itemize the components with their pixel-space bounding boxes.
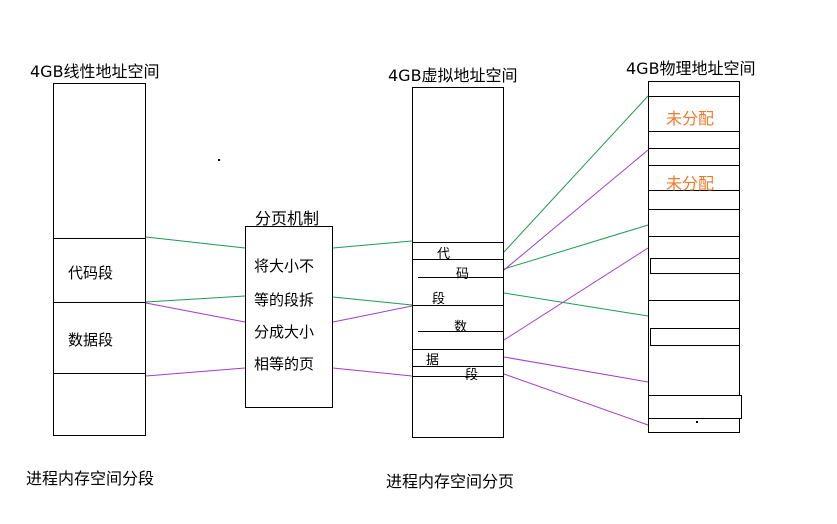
virtual-page-char: 段 (465, 368, 479, 383)
green-mapping-line (503, 95, 649, 253)
purple-mapping-line (503, 247, 649, 341)
linear-divider (53, 302, 146, 303)
paging-text-line: 等的段拆 (254, 291, 315, 309)
linear-space-title: 4GB线性地址空间 (30, 62, 160, 81)
unallocated-label: 未分配 (666, 109, 715, 128)
segmentation-caption: 进程内存空间分段 (26, 469, 155, 488)
physical-divider (648, 236, 740, 237)
green-mapping-line (332, 296, 413, 306)
virtual-page-char: 码 (456, 267, 470, 282)
stray-dot (218, 159, 220, 161)
paging-caption: 进程内存空间分页 (386, 472, 515, 491)
virtual-page-divider (412, 305, 504, 306)
virtual-page-divider (412, 242, 504, 243)
linear-divider (53, 373, 146, 374)
paging-text-line: 分成大小 (254, 323, 315, 341)
virtual-space-column (412, 87, 504, 438)
paging-box (245, 226, 333, 408)
virtual-page-char: 段 (432, 292, 446, 307)
virtual-space-title: 4GB虚拟地址空间 (388, 66, 518, 85)
paging-title: 分页机制 (255, 209, 320, 228)
stray-dot (696, 421, 698, 423)
virtual-page-divider (412, 366, 504, 367)
purple-mapping-line (503, 373, 649, 426)
physical-frame (648, 96, 740, 132)
purple-mapping-line (503, 149, 649, 271)
physical-frame (648, 190, 740, 210)
purple-mapping-line (145, 302, 246, 323)
virtual-page-divider (418, 331, 504, 332)
virtual-page-divider (418, 277, 504, 278)
green-mapping-line (145, 236, 246, 249)
virtual-page-char: 据 (426, 353, 440, 368)
green-mapping-line (332, 240, 413, 249)
physical-frame (650, 258, 740, 274)
physical-divider (648, 300, 740, 301)
virtual-page-char: 代 (437, 247, 451, 262)
virtual-page-divider (412, 349, 504, 350)
linear-space-column (53, 83, 146, 436)
data-segment-label: 数据段 (68, 331, 114, 349)
physical-space-column (648, 81, 740, 433)
virtual-page-divider (412, 259, 504, 260)
paging-text-line: 将大小不 (254, 257, 315, 275)
green-mapping-line (503, 292, 649, 317)
purple-mapping-line (145, 367, 246, 377)
virtual-page-divider (412, 376, 504, 377)
code-segment-label: 代码段 (68, 264, 114, 282)
physical-frame (650, 328, 740, 346)
virtual-page-char: 数 (454, 320, 468, 335)
paging-text-line: 相等的页 (254, 355, 315, 373)
physical-frame (648, 148, 740, 166)
physical-space-title: 4GB物理地址空间 (626, 59, 756, 78)
purple-mapping-line (332, 305, 413, 323)
green-mapping-line (145, 295, 246, 303)
unallocated-label: 未分配 (666, 174, 715, 193)
physical-frame (648, 395, 742, 419)
purple-mapping-line (503, 356, 649, 383)
linear-divider (53, 238, 146, 239)
green-mapping-line (503, 224, 649, 270)
purple-mapping-line (332, 367, 413, 377)
